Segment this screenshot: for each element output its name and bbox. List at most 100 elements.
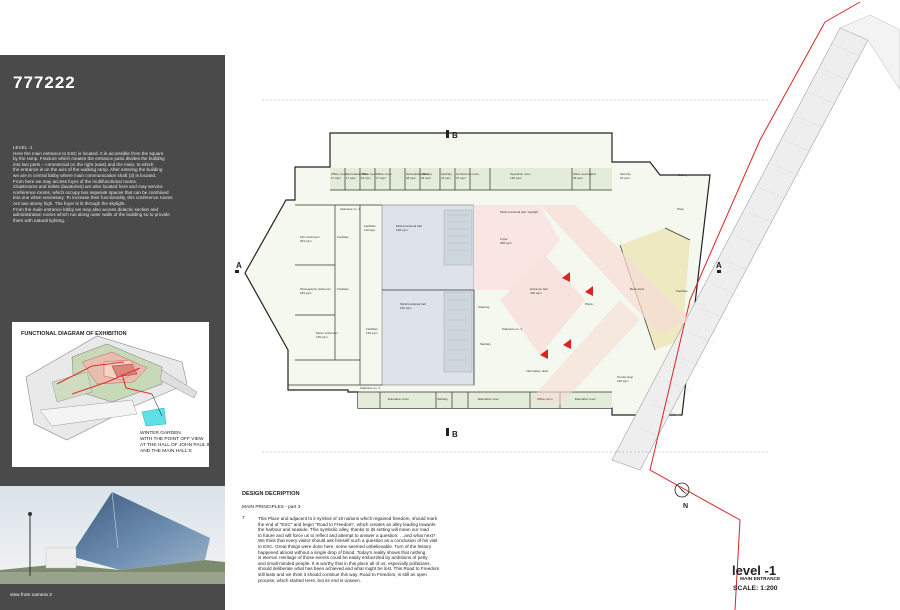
- room-area: 368 sqm: [500, 241, 512, 245]
- room-label: Film workroom: [300, 235, 320, 239]
- foyer-zone: [474, 205, 560, 290]
- design-description-title: DESIGN DECRIPTION: [242, 491, 300, 497]
- winter-garden-line: AT THE HALL OF JOHN PAUL II: [140, 443, 210, 448]
- room-label: Staircase no. 4: [360, 386, 380, 390]
- room-area: 135 sqm: [510, 176, 522, 180]
- north-label: N: [683, 503, 688, 510]
- intro-line: by the ramp. Fracture which creates the …: [13, 156, 165, 162]
- description-line: We think that every visitor should ask h…: [258, 538, 438, 544]
- winter-garden-line: AND THE MAIN HALL'S: [140, 449, 192, 454]
- description-line: happened almost without a single drop of…: [258, 549, 426, 555]
- room-label: Office room: [376, 172, 392, 176]
- intro-line: into one when necessary. To increase the…: [13, 195, 173, 201]
- description-line: This Place and adjacent to it symbol of …: [258, 516, 437, 521]
- room-area: 37 sqm: [456, 176, 466, 180]
- intro-line: Cloakrooms and toilets (lavatories) are …: [13, 184, 163, 190]
- room-area: 119 sqm: [364, 228, 376, 232]
- room-label: Sanitary: [480, 342, 492, 346]
- winter-garden-caption: WINTER GARDEN WITH THE POINT OFF VIEW AT…: [140, 431, 220, 455]
- intro-line: the entrance is on the axis of the walki…: [13, 167, 163, 173]
- room-area: 24 sqm: [441, 176, 451, 180]
- room-area: 17 sqm: [376, 176, 386, 180]
- room-label: Education room: [575, 397, 597, 401]
- room-label: Secretariat office: [406, 172, 429, 176]
- room-label: Plaza: [585, 302, 593, 306]
- camera-rendering: [0, 486, 225, 584]
- room-label: Facilities: [676, 289, 688, 293]
- room-area: 17 sqm: [346, 176, 356, 180]
- room-area: 263 sqm: [300, 239, 312, 243]
- intro-line: From here we may access foyer of the mul…: [13, 178, 138, 184]
- design-description-body: This Place and adjacent to it symbol of …: [258, 516, 628, 583]
- room-label: Office secretariat: [573, 172, 596, 176]
- room-label: Operation room: [510, 172, 531, 176]
- room-area: 36 sqm: [573, 176, 583, 180]
- intro-line: LEVEL -1: [13, 145, 33, 150]
- description-line: process, which started Here, but its end…: [258, 577, 361, 583]
- section-mark-b-bottom: B: [452, 430, 458, 439]
- room-label: Photography workroom: [300, 287, 332, 291]
- functional-diagram-title: FUNCTIONAL DIAGRAM OF EXHIBITION: [21, 331, 127, 337]
- section-mark-a-left: A: [236, 261, 242, 270]
- room-label: Shop: [677, 207, 684, 211]
- intro-line: we are in central lobby where main commu…: [13, 172, 157, 178]
- room-label: Entrance hall: [530, 287, 548, 291]
- description-line: should deliberate what has been achieved…: [258, 566, 440, 572]
- description-line: the harbour and seaside. This symbolic a…: [258, 527, 429, 533]
- description-line: is eternal. Heritage of those events cou…: [258, 555, 428, 561]
- room-area: 165 sqm: [400, 306, 412, 310]
- room-label: Multi-functional hall: [400, 302, 426, 306]
- description-line: the end of "ESC" and begin "Road to Free…: [258, 521, 436, 527]
- room-label: Information desk: [526, 369, 549, 373]
- room-label: Catering: [478, 305, 490, 309]
- site-boundary-line: [649, 21, 826, 610]
- room-label: Multi-functional hall / skylight: [500, 210, 538, 214]
- intro-line: administration rooms which run along out…: [13, 212, 170, 218]
- room-area: 19 sqm: [620, 176, 630, 180]
- room-label: Tourist shop: [617, 375, 634, 379]
- room-area: 24 sqm: [421, 176, 431, 180]
- room-label: Sanitary: [421, 172, 433, 176]
- intro-line: Are two storey high. The foyer is lit th…: [13, 200, 126, 206]
- room-label: Foyer: [500, 237, 508, 241]
- room-area: 28 sqm: [406, 176, 416, 180]
- room-label: Facilities: [337, 235, 349, 239]
- section-mark-a-right: A: [716, 261, 722, 270]
- description-line: to ESC. Great things were done here, som…: [258, 543, 432, 549]
- room-area: 17 sqm: [331, 176, 341, 180]
- room-label: Staircase no. 3: [502, 327, 522, 331]
- intro-line: Here the main entrance to ESC is located…: [13, 150, 164, 156]
- room-label: Conference room: [456, 172, 480, 176]
- room-label: Sanitary: [441, 172, 453, 176]
- winter-garden-line: WINTER GARDEN: [140, 431, 181, 436]
- room-area: 139 sqm: [366, 331, 378, 335]
- room-label: Facilities: [337, 287, 349, 291]
- description-line: to future and will force us to reflect a…: [258, 532, 436, 538]
- room-label: Facilities: [366, 327, 378, 331]
- room-area: 16 sqm: [361, 176, 371, 180]
- winter-garden-line: WITH THE POINT OFF VIEW: [140, 437, 204, 442]
- level-intro-text: LEVEL -1 Here the main entrance to ESC i…: [13, 145, 213, 223]
- intro-line: conference rooms, which occupy two separ…: [13, 189, 169, 195]
- room-area: 168 sqm: [396, 228, 408, 232]
- building-render-image: [0, 486, 225, 584]
- room-label: Security: [620, 172, 631, 176]
- room-label: Office room: [331, 172, 347, 176]
- room-label: Education room: [388, 397, 410, 401]
- description-line: and small-minded people. It is worthy th…: [258, 560, 431, 566]
- room-label: Gallery: [678, 173, 688, 177]
- room-label: Secretariat office: [346, 172, 369, 176]
- room-label: Staircase no. 1: [340, 207, 360, 211]
- design-description-number: 7: [242, 516, 245, 521]
- intro-line: them with natural lighting.: [13, 217, 66, 223]
- room-area: 135 sqm: [316, 335, 328, 339]
- room-label: Facilities: [364, 224, 376, 228]
- section-mark-b-top: B: [452, 131, 458, 140]
- level-title: level -1: [732, 563, 777, 578]
- intro-line: From the main entrance lobby we may also…: [13, 206, 159, 212]
- room-area: 436 sqm: [530, 291, 542, 295]
- room-label: Office room: [537, 397, 553, 401]
- drawing-scale: SCALE: 1:200: [733, 585, 778, 592]
- room-area: 130 sqm: [617, 379, 629, 383]
